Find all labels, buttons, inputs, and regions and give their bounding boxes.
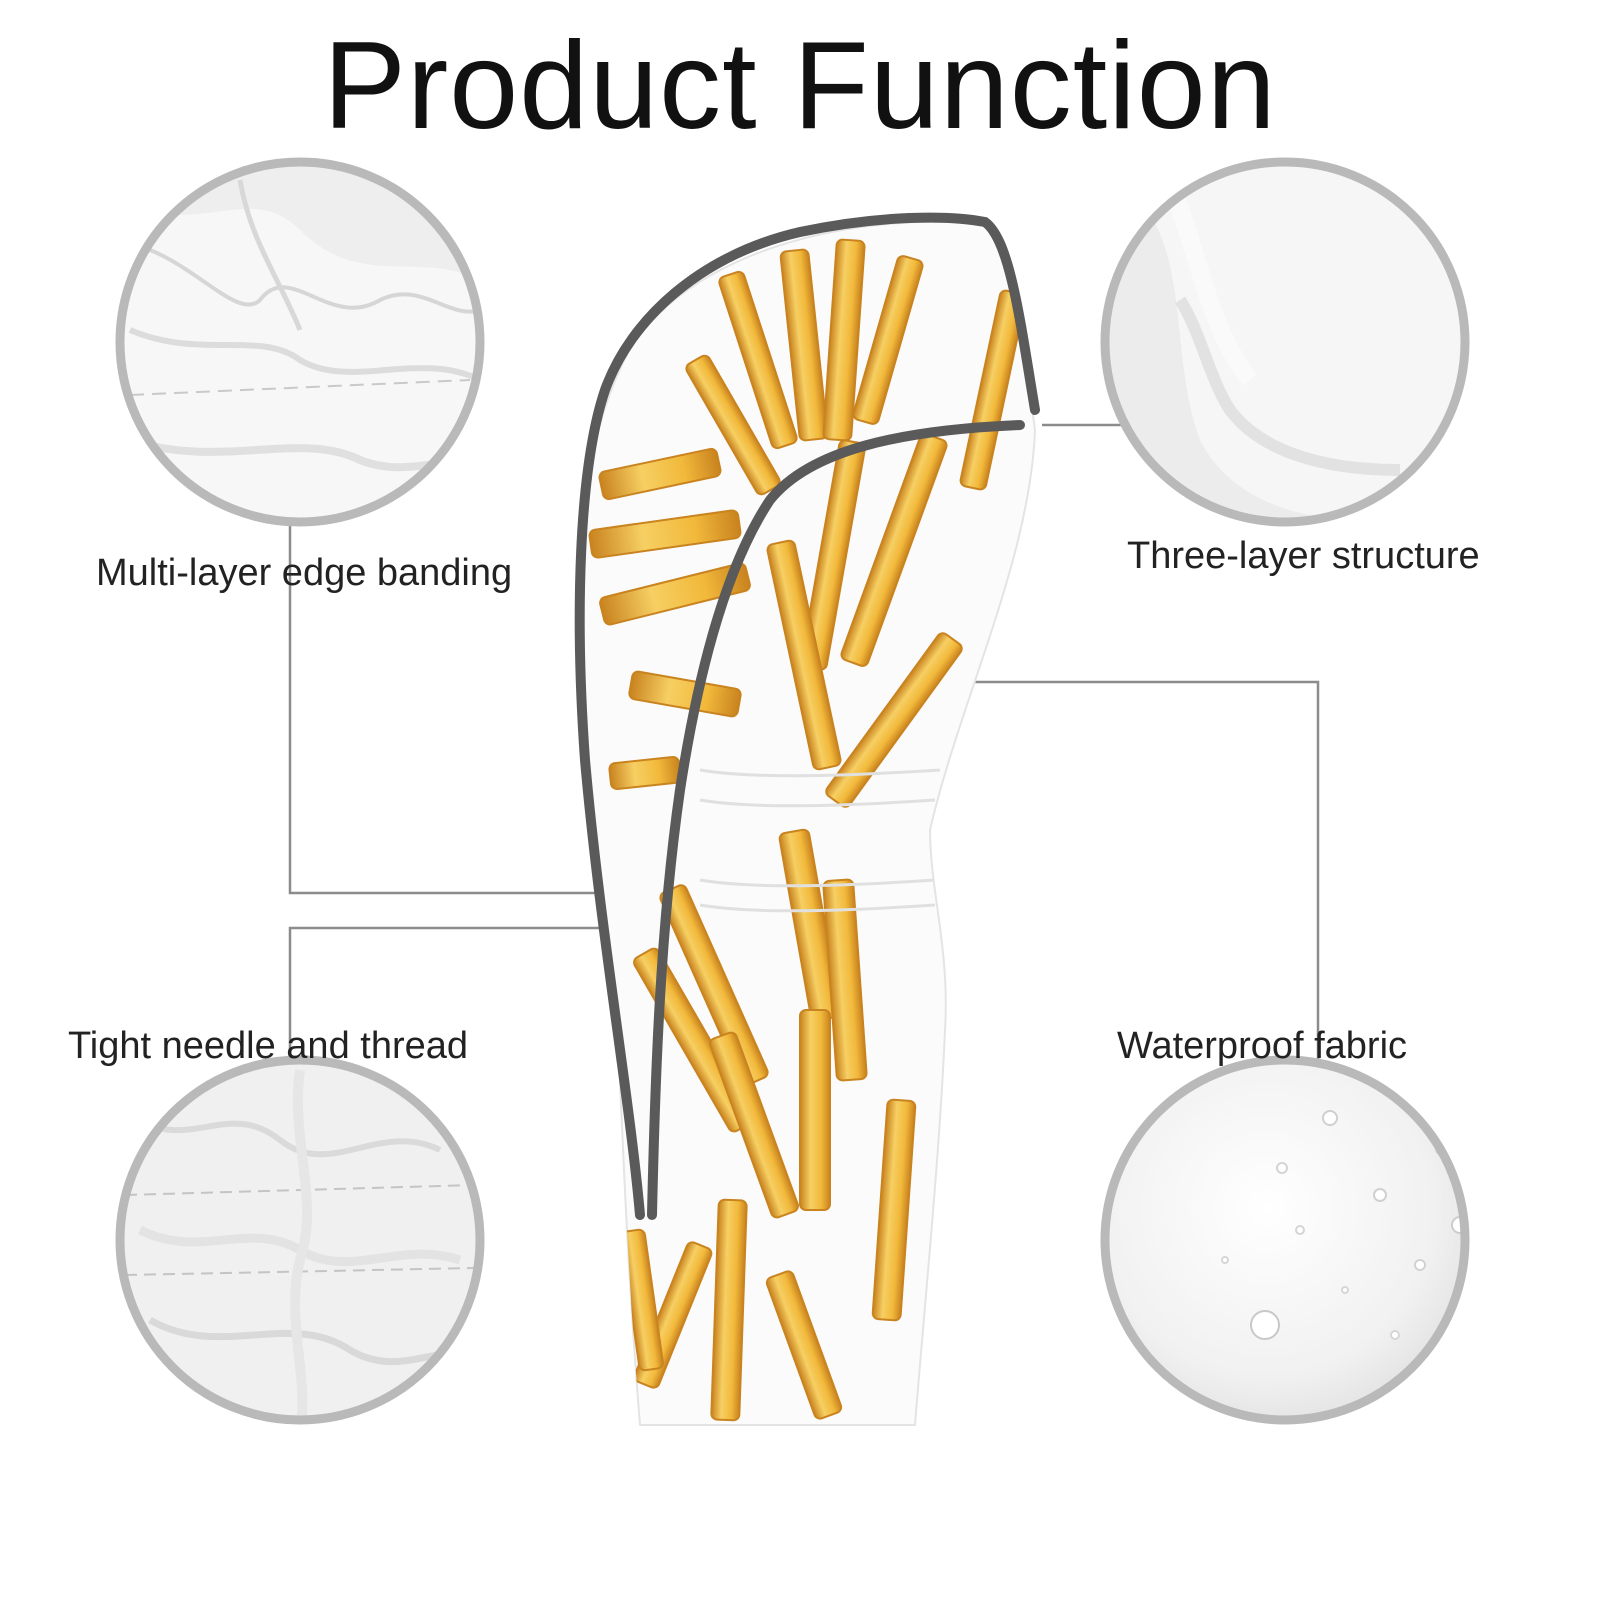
stitching-circle: [115, 1055, 485, 1425]
fries-pattern: [588, 238, 1027, 1422]
three-layer-circle: [1100, 157, 1470, 527]
water-droplets-detail: [1107, 1062, 1463, 1418]
inner-trim: [647, 420, 1025, 1220]
edge-banding-detail: [122, 164, 478, 520]
page-title: Product Function: [323, 17, 1277, 155]
leader-line-edge-banding: [288, 520, 600, 895]
feature-label-edge-banding: Multi-layer edge banding: [96, 552, 513, 594]
leader-line-waterproof: [920, 680, 1320, 1080]
waterproof-circle: [1100, 1055, 1470, 1425]
leader-line-needle-thread: [288, 926, 610, 1078]
outer-trim: [574, 212, 1040, 1220]
stitching-detail: [122, 1062, 478, 1418]
feature-label-needle-thread: Tight needle and thread: [68, 1025, 469, 1067]
three-layer-detail: [1107, 164, 1463, 520]
edge-banding-circle: [115, 157, 485, 527]
head-cover: [574, 212, 1040, 1426]
feature-label-three-layer: Three-layer structure: [1127, 535, 1480, 577]
feature-label-waterproof: Waterproof fabric: [1117, 1025, 1408, 1067]
